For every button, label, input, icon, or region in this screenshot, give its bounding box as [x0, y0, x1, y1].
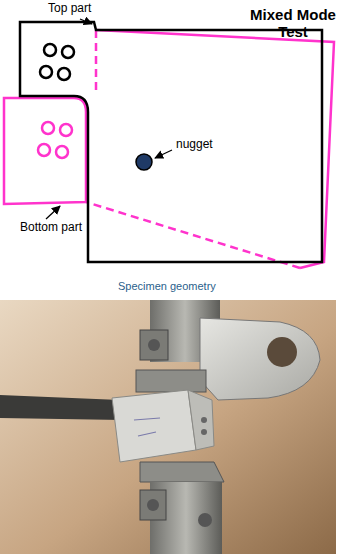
top-part-outline: [20, 22, 322, 262]
leader-lines: [46, 19, 172, 219]
test-photo: [0, 300, 336, 554]
weld-nugget: [136, 154, 152, 170]
diagram-title: Mixed Mode Test: [246, 6, 340, 41]
part-label: Top part: [48, 2, 91, 16]
figure-caption: Specimen geometry: [118, 280, 216, 293]
bottom-part-outline: [4, 30, 334, 268]
part-label: nugget: [176, 138, 213, 152]
part-label: Bottom part: [20, 221, 82, 235]
